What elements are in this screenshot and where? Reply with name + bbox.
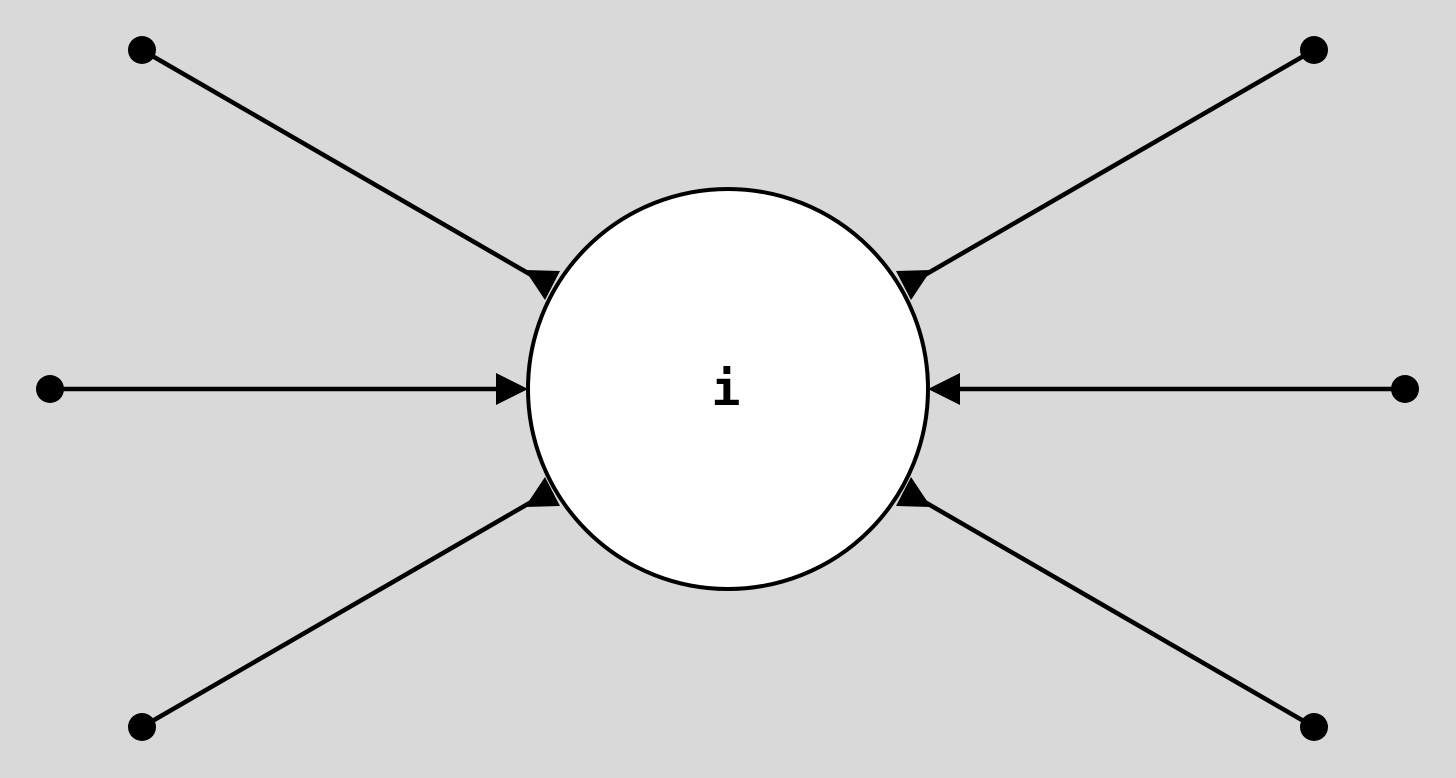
endpoint-dot-top-left (128, 36, 156, 64)
edge-arrowhead-middle-right (928, 373, 960, 405)
edge-arrowhead-bottom-right (896, 477, 931, 507)
edge-arrowhead-middle-left (496, 373, 528, 405)
endpoint-dot-middle-right (1391, 375, 1419, 403)
endpoint-dot-top-right (1300, 36, 1328, 64)
edge-arrowhead-top-left (525, 270, 560, 300)
edge-line-bottom-right (920, 498, 1317, 730)
endpoint-dot-bottom-right (1300, 713, 1328, 741)
center-node-group: i (526, 187, 930, 591)
edge-arrowhead-bottom-left (525, 477, 560, 507)
edge-line-top-left (139, 47, 536, 279)
center-node-label: i (712, 361, 741, 417)
center-node (526, 187, 930, 591)
edge-line-top-right (920, 47, 1317, 279)
endpoint-dot-middle-left (36, 375, 64, 403)
edge-line-bottom-left (139, 498, 536, 730)
edge-arrowhead-top-right (896, 270, 931, 300)
edges-group (36, 36, 1419, 741)
endpoint-dot-bottom-left (128, 713, 156, 741)
